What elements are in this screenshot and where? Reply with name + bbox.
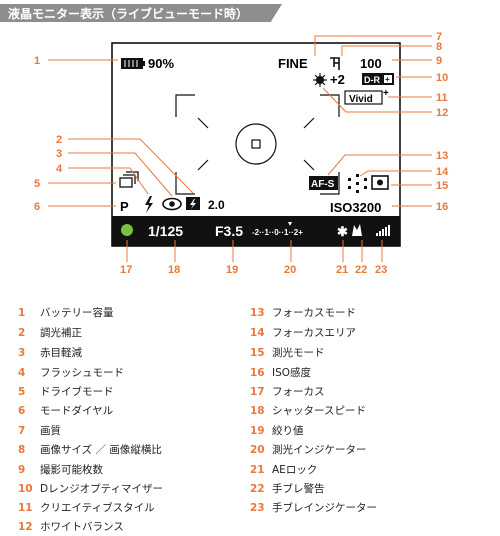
- aperture-value: F3.5: [215, 223, 243, 239]
- monitor-frame: [111, 42, 401, 247]
- wb-sun-icon: [313, 73, 327, 87]
- dro-label: D-R: [364, 75, 380, 85]
- flash-comp-icon: [186, 197, 200, 210]
- afs-badge: [309, 176, 338, 190]
- focus-mode: AF-S: [311, 179, 335, 190]
- af-frame: [175, 94, 340, 195]
- shutter-speed: 1/125: [148, 223, 183, 239]
- focus-indicator-icon: [121, 224, 133, 236]
- callout-12: 12: [436, 107, 448, 119]
- callout-20: 20: [284, 264, 296, 276]
- shake-warning-icon: [352, 224, 362, 236]
- quality-label: FINE: [278, 56, 308, 71]
- callout-21: 21: [336, 264, 348, 276]
- ae-lock-icon: ✱: [337, 224, 348, 239]
- callout-4: 4: [56, 163, 63, 175]
- callout-22: 22: [355, 264, 367, 276]
- callout-6: 6: [34, 201, 40, 213]
- callout-10: 10: [436, 72, 448, 84]
- callout-7: 7: [436, 31, 442, 43]
- callout-1: 1: [34, 55, 40, 67]
- battery-icon: [121, 58, 145, 69]
- flash-comp-value: 2.0: [208, 198, 225, 212]
- meter-pointer-icon: [288, 222, 292, 226]
- metering-icon: [371, 175, 389, 190]
- image-size-icon: [330, 57, 340, 70]
- section-header: 液晶モニター表示（ライブビューモード時）: [0, 4, 282, 22]
- callout-2: 2: [56, 134, 62, 146]
- shake-indicator-icon: [376, 225, 390, 236]
- creative-style: Vivid: [349, 94, 373, 105]
- callout-numbers: 1 2 3 4 5 6 7 8 9 10 11 12 13 14 15 16 1…: [34, 31, 449, 276]
- style-box: [344, 90, 383, 105]
- shots-remaining: 100: [360, 56, 382, 71]
- callout-13: 13: [436, 150, 448, 162]
- iso-value: ISO3200: [330, 200, 381, 215]
- meter-scale: -2··1··0··1··2+: [252, 228, 303, 237]
- callout-8: 8: [436, 41, 442, 53]
- focus-area-icon: [348, 174, 367, 193]
- drive-mode-icon: [119, 171, 139, 188]
- lcd-diagram: 90% FINE 100 +2 D-R + Vivid + P 2.0 AF-S…: [34, 31, 449, 276]
- callout-5: 5: [34, 178, 40, 190]
- callout-11: 11: [436, 92, 448, 104]
- exposure-comp: +2: [330, 72, 345, 87]
- style-plus-icon: +: [383, 88, 389, 99]
- dro-plus-icon: +: [385, 75, 390, 84]
- callout-15: 15: [436, 180, 448, 192]
- callout-23: 23: [375, 264, 387, 276]
- callout-16: 16: [436, 201, 448, 213]
- battery-level: 90%: [148, 56, 174, 71]
- bottom-info-bar: [112, 216, 400, 246]
- flash-icon: [145, 196, 153, 213]
- callout-14: 14: [436, 166, 449, 178]
- section-title: 液晶モニター表示（ライブビューモード時）: [8, 7, 249, 21]
- redeye-icon: [162, 197, 182, 211]
- callout-3: 3: [56, 148, 62, 160]
- dro-plus-box: [384, 75, 392, 83]
- callout-lines: [48, 35, 432, 262]
- callout-19: 19: [226, 264, 238, 276]
- mode-dial: P: [120, 199, 129, 214]
- callout-17: 17: [120, 264, 132, 276]
- callout-18: 18: [168, 264, 180, 276]
- callout-9: 9: [436, 55, 442, 67]
